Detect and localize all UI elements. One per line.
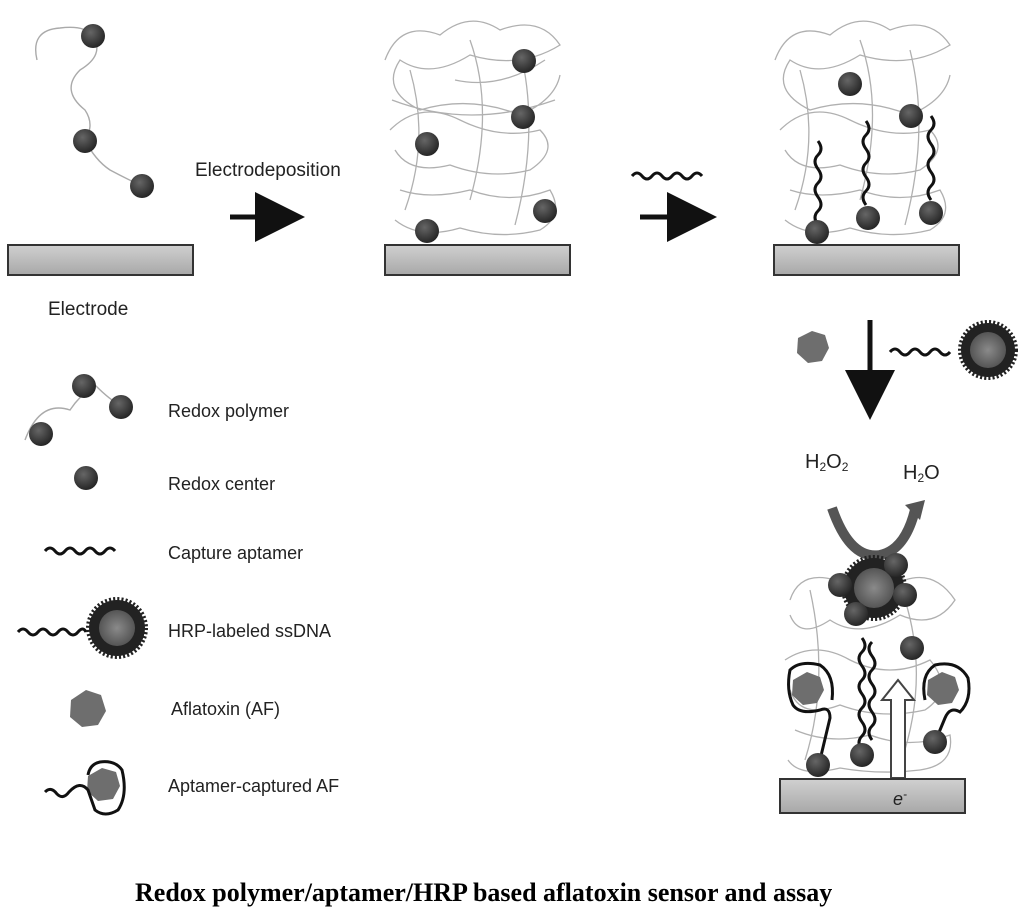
aptamer-loop (922, 662, 971, 743)
electrode-bar (7, 244, 194, 276)
electrode-bar (779, 778, 966, 814)
hrp-core (854, 568, 894, 608)
redox-center (130, 174, 154, 198)
legend-label-aflatoxin: Aflatoxin (AF) (171, 699, 281, 719)
legend-capture-aptamer-icon (43, 546, 117, 556)
legend-label-redox-polymer: Redox polymer (168, 401, 290, 421)
capture-aptamer (861, 120, 871, 206)
aflatoxin (927, 672, 959, 705)
stage-3-aptamer-film (774, 20, 951, 244)
redox-center (900, 636, 924, 660)
redox-center (805, 220, 829, 244)
hrp-turnover-arrow (827, 506, 920, 561)
redox-center (919, 201, 943, 225)
legend-label-redox-center: Redox center (168, 474, 276, 494)
redox-center (806, 753, 830, 777)
legend-aflatoxin-icon (70, 690, 106, 727)
polymer-strand (35, 26, 141, 186)
redox-center (73, 129, 97, 153)
h2o2-label: H2O2 (805, 451, 849, 474)
redox-center (415, 132, 439, 156)
redox-center (884, 553, 908, 577)
hybridized-aptamer (857, 637, 867, 751)
hrp-labeled-ssdna-icon (888, 320, 1018, 380)
redox-center (856, 206, 880, 230)
redox-center (838, 72, 862, 96)
redox-center (828, 573, 852, 597)
h2o-label: H2O (903, 462, 940, 485)
redox-center (923, 730, 947, 754)
stage-1-redox-polymer (35, 24, 154, 198)
capture-aptamer (813, 140, 823, 226)
stage-4-assay (784, 500, 971, 779)
redox-center (81, 24, 105, 48)
legend-aptamer-captured-af-icon (43, 760, 126, 816)
redox-center (893, 583, 917, 607)
redox-center (511, 105, 535, 129)
redox-center (533, 199, 557, 223)
capture-aptamer-icon (630, 171, 704, 181)
electron-transfer-arrow (879, 678, 917, 779)
arrowhead-icon (905, 500, 925, 520)
hrp-ssdna-strand (867, 640, 877, 741)
redox-center (899, 104, 923, 128)
redox-center (415, 219, 439, 243)
polymer-film-tangle (384, 20, 561, 236)
figure-caption: Redox polymer/aptamer/HRP based aflatoxi… (135, 878, 833, 907)
redox-center (512, 49, 536, 73)
legend-redox-polymer-icon (24, 374, 133, 446)
capture-aptamer (926, 115, 936, 201)
legend-label-capture-aptamer: Capture aptamer (168, 543, 304, 563)
electrode-bar (773, 244, 960, 276)
aflatoxin-icon (797, 331, 829, 363)
polymer-film-tangle (774, 20, 951, 236)
redox-center (844, 602, 868, 626)
electrode-bar (384, 244, 571, 276)
aptamer-loop (787, 661, 834, 761)
legend-hrp-labeled-ssdna-icon (16, 597, 148, 659)
aflatoxin (792, 672, 824, 705)
electrodeposition-label: Electrodeposition (195, 160, 341, 181)
stage-2-polymer-film (384, 20, 561, 243)
legend-label-aptamer-captured-af: Aptamer-captured AF (168, 776, 340, 796)
electrode-label: Electrode (48, 299, 129, 320)
electron-label: e- (893, 787, 908, 809)
legend-redox-center-icon (74, 466, 98, 490)
redox-center (850, 743, 874, 767)
legend-label-hrp-labeled-ssdna: HRP-labeled ssDNA (168, 621, 332, 641)
